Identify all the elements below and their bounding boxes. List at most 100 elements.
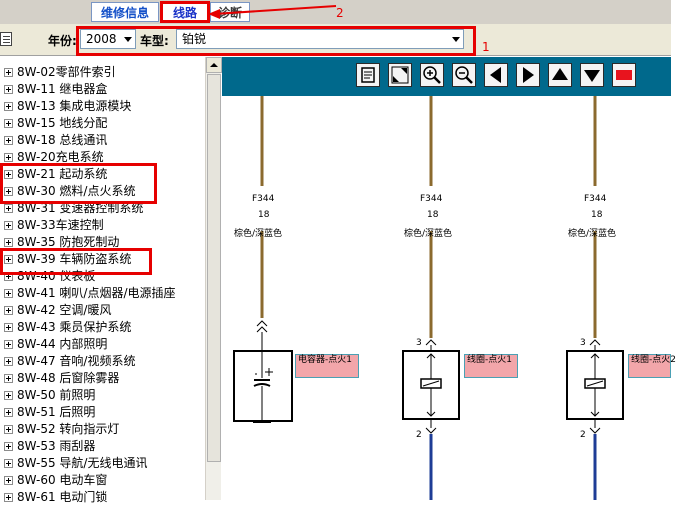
tree-item[interactable]: 8W-33车速控制 <box>4 217 104 234</box>
tree-item[interactable]: 8W-13 集成电源模块 <box>4 98 131 115</box>
tree-item[interactable]: 8W-21 起动系统 <box>4 166 107 183</box>
model-select[interactable]: 铂锐 <box>176 29 464 49</box>
tree-item[interactable]: 8W-44 内部照明 <box>4 336 107 353</box>
expand-icon[interactable] <box>4 255 13 264</box>
expand-icon[interactable] <box>4 170 13 179</box>
tree-item[interactable]: 8W-42 空调/暖风 <box>4 302 111 319</box>
zoom-out-button[interactable] <box>452 63 476 87</box>
tree-item-label: 8W-47 音响/视频系统 <box>17 354 136 368</box>
tree-item-label: 8W-33车速控制 <box>17 218 104 232</box>
expand-icon[interactable] <box>4 68 13 77</box>
tree-item-label: 8W-43 乘员保护系统 <box>17 320 132 334</box>
tree-item-label: 8W-35 防抱死制动 <box>17 235 120 249</box>
tree-item[interactable]: 8W-48 后窗除雾器 <box>4 370 119 387</box>
tree-item[interactable]: 8W-30 燃料/点火系统 <box>4 183 135 200</box>
tree-item-label: 8W-30 燃料/点火系统 <box>17 184 136 198</box>
component-label[interactable]: 线圈-点火2 <box>628 354 676 378</box>
expand-icon[interactable] <box>4 323 13 332</box>
tree-item-label: 8W-42 空调/暖风 <box>17 303 112 317</box>
expand-icon[interactable] <box>4 85 13 94</box>
expand-icon[interactable] <box>4 374 13 383</box>
tree-item-label: 8W-50 前照明 <box>17 388 96 402</box>
tree-item-label: 8W-60 电动车窗 <box>17 473 108 487</box>
tree-item[interactable]: 8W-60 电动车窗 <box>4 472 107 489</box>
tab-repair-info[interactable]: 维修信息 <box>91 2 159 22</box>
expand-icon[interactable] <box>4 340 13 349</box>
expand-icon[interactable] <box>4 153 13 162</box>
tree-scrollbar[interactable] <box>205 57 222 500</box>
component-label[interactable]: 线圈-点火1 <box>464 354 518 378</box>
annotation-arrow <box>208 5 337 19</box>
expand-icon[interactable] <box>4 136 13 145</box>
wire-code-label: F344 <box>584 194 607 204</box>
expand-icon[interactable] <box>4 408 13 417</box>
arrow-down-button[interactable] <box>580 63 604 87</box>
tree-item[interactable]: 8W-31 变速器控制系统 <box>4 200 143 217</box>
tree-item-label: 8W-39 车辆防盗系统 <box>17 252 132 266</box>
expand-icon[interactable] <box>4 442 13 451</box>
tree-item-label: 8W-18 总线通讯 <box>17 133 108 147</box>
scroll-thumb[interactable] <box>207 74 221 462</box>
tree-item[interactable]: 8W-53 雨刮器 <box>4 438 95 455</box>
tree-item[interactable]: 8W-35 防抱死制动 <box>4 234 119 251</box>
expand-icon[interactable] <box>4 459 13 468</box>
diagram-drawing <box>233 96 624 500</box>
tree-item[interactable]: 8W-50 前照明 <box>4 387 95 404</box>
tree-item-label: 8W-11 继电器盒 <box>17 82 108 96</box>
tree-item[interactable]: 8W-61 电动门锁 <box>4 489 107 506</box>
stop-button[interactable] <box>612 63 636 87</box>
expand-icon[interactable] <box>4 357 13 366</box>
expand-icon[interactable] <box>4 102 13 111</box>
tree-item-label: 8W-61 电动门锁 <box>17 490 108 504</box>
pin-number: 3 <box>580 338 586 348</box>
tree-item-label: 8W-31 变速器控制系统 <box>17 201 144 215</box>
tree-item[interactable]: 8W-02零部件索引 <box>4 64 116 81</box>
tree-item[interactable]: 8W-11 继电器盒 <box>4 81 107 98</box>
expand-icon[interactable] <box>4 306 13 315</box>
year-label: 年份: <box>48 34 77 48</box>
expand-icon[interactable] <box>4 425 13 434</box>
system-tree: 8W-02零部件索引 8W-11 继电器盒 8W-13 集成电源模块 8W-15 地线… <box>0 57 205 504</box>
chevron-down-icon <box>124 37 132 42</box>
expand-icon[interactable] <box>4 289 13 298</box>
tree-item-label: 8W-53 雨刮器 <box>17 439 96 453</box>
fit-window-button[interactable] <box>388 63 412 87</box>
expand-icon[interactable] <box>4 221 13 230</box>
arrow-up-button[interactable] <box>548 63 572 87</box>
print-button[interactable] <box>356 63 380 87</box>
wire-color-label: 棕色/深蓝色 <box>568 229 617 239</box>
component-label[interactable]: 电容器-点火1 <box>295 354 359 378</box>
expand-icon[interactable] <box>4 187 13 196</box>
tree-item-label: 8W-21 起动系统 <box>17 167 108 181</box>
expand-icon[interactable] <box>4 204 13 213</box>
wire-color-label: 棕色/深蓝色 <box>404 229 453 239</box>
tree-item-label: 8W-02零部件索引 <box>17 65 116 79</box>
zoom-in-button[interactable] <box>420 63 444 87</box>
pin-number: 3 <box>416 338 422 348</box>
tree-item[interactable]: 8W-20充电系统 <box>4 149 104 166</box>
expand-icon[interactable] <box>4 391 13 400</box>
expand-icon[interactable] <box>4 476 13 485</box>
wire-gauge-label: 18 <box>427 210 439 220</box>
tree-item[interactable]: 8W-18 总线通讯 <box>4 132 107 149</box>
tree-item[interactable]: 8W-39 车辆防盗系统 <box>4 251 131 268</box>
tree-item[interactable]: 8W-51 后照明 <box>4 404 95 421</box>
tree-item[interactable]: 8W-15 地线分配 <box>4 115 107 132</box>
tree-item[interactable]: 8W-55 导航/无线电通讯 <box>4 455 147 472</box>
expand-icon[interactable] <box>4 493 13 502</box>
tree-item-label: 8W-13 集成电源模块 <box>17 99 132 113</box>
capacitor-box <box>233 350 293 422</box>
expand-icon[interactable] <box>4 119 13 128</box>
list-icon[interactable] <box>0 32 12 46</box>
tree-item[interactable]: 8W-43 乘员保护系统 <box>4 319 131 336</box>
arrow-left-button[interactable] <box>484 63 508 87</box>
tree-item[interactable]: 8W-41 喇叭/点烟器/电源插座 <box>4 285 176 302</box>
tree-item[interactable]: 8W-47 音响/视频系统 <box>4 353 135 370</box>
connector-chevron-icon <box>256 326 268 333</box>
expand-icon[interactable] <box>4 238 13 247</box>
wire-code-label: F344 <box>420 194 443 204</box>
tree-item[interactable]: 8W-52 转向指示灯 <box>4 421 119 438</box>
year-select[interactable]: 2008 <box>80 29 136 49</box>
scroll-up-button[interactable] <box>206 57 222 73</box>
arrow-right-button[interactable] <box>516 63 540 87</box>
